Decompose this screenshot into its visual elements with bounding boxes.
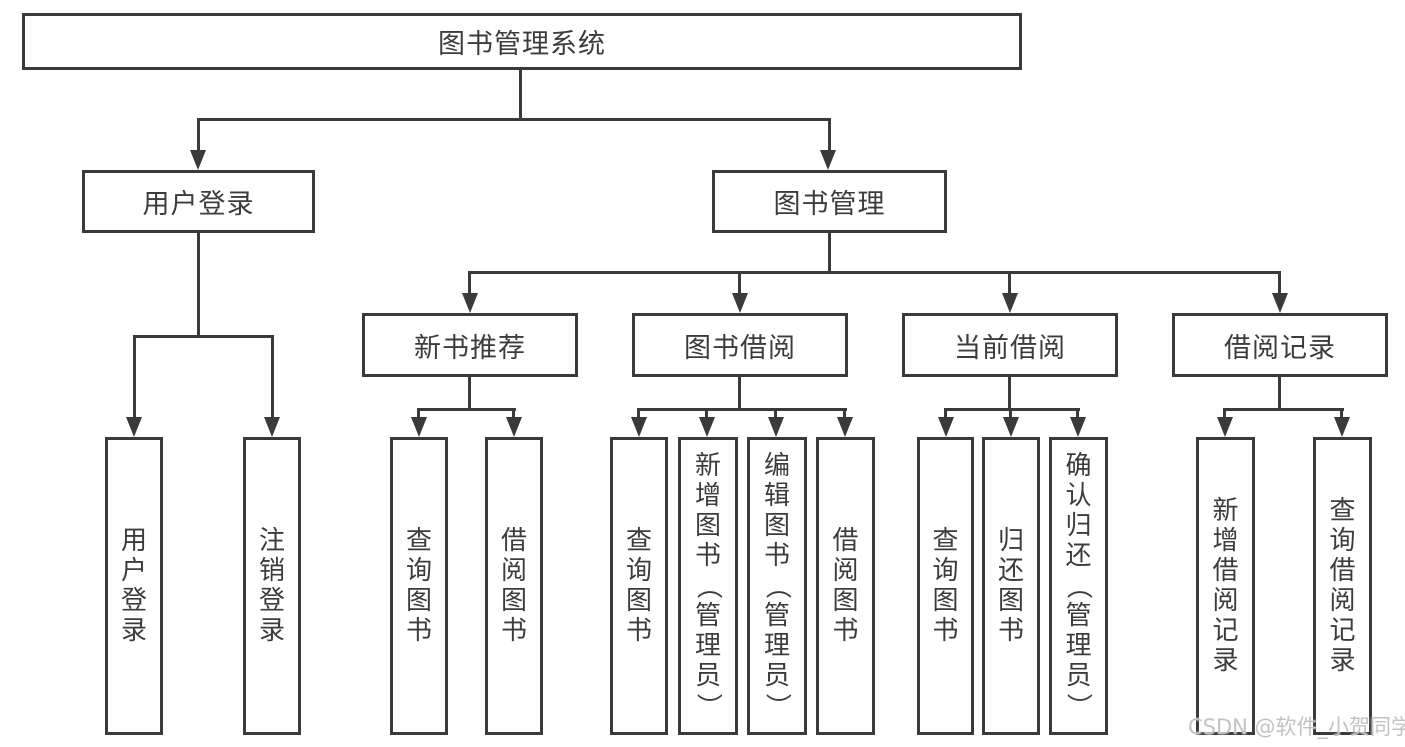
leaf-borrow-books-2: 借阅图书: [816, 437, 875, 735]
node-book-management: 图书管理: [712, 170, 947, 233]
node-label: 当前借阅: [954, 332, 1066, 364]
arrow-down-icon: [1003, 417, 1019, 437]
leaf-user-login: 用户登录: [105, 437, 163, 735]
connector-line: [417, 408, 516, 411]
node-root: 图书管理系统: [22, 13, 1022, 70]
arrow-down-icon: [462, 293, 478, 313]
connector-line: [1223, 408, 1226, 417]
connector-line: [133, 335, 274, 338]
connector-line: [637, 408, 847, 411]
leaf-query-books-recommend: 查询图书: [390, 437, 448, 735]
node-new-book-recommend: 新书推荐: [362, 313, 578, 377]
leaf-label: 查询图书: [625, 526, 652, 646]
leaf-edit-book-admin: 编辑图书（管理员）: [747, 437, 807, 735]
watermark: CSDN @软件_小贺同学: [1188, 715, 1405, 739]
leaf-label: 用户登录: [120, 526, 147, 646]
leaf-confirm-return-admin: 确认归还（管理员）: [1049, 437, 1108, 735]
leaf-label: 新增图书（管理员）: [692, 451, 723, 720]
leaf-label: 查询图书: [405, 526, 432, 646]
connector-line: [828, 118, 831, 150]
node-borrow-records: 借阅记录: [1172, 313, 1388, 377]
arrow-down-icon: [1272, 293, 1288, 313]
arrow-down-icon: [1334, 417, 1350, 437]
arrow-down-icon: [126, 417, 142, 437]
leaf-return-books: 归还图书: [982, 437, 1040, 735]
arrow-down-icon: [732, 293, 748, 313]
leaf-query-books-current: 查询图书: [917, 437, 974, 735]
arrow-down-icon: [820, 150, 836, 170]
connector-line: [738, 271, 741, 293]
arrow-down-icon: [837, 417, 853, 437]
connector-line: [197, 118, 831, 121]
arrow-down-icon: [506, 417, 522, 437]
leaf-logout: 注销登录: [243, 437, 301, 735]
leaf-label: 借阅图书: [500, 526, 527, 646]
connector-line: [197, 233, 200, 335]
leaf-label: 注销登录: [258, 526, 285, 646]
arrow-down-icon: [411, 417, 427, 437]
leaf-query-books-borrow: 查询图书: [610, 437, 668, 735]
node-label: 借阅记录: [1224, 332, 1336, 364]
connector-line: [133, 335, 136, 417]
connector-line: [1278, 377, 1281, 408]
connector-line: [1008, 271, 1011, 293]
connector-line: [774, 408, 777, 417]
node-user-login: 用户登录: [82, 170, 315, 233]
connector-line: [417, 408, 420, 417]
arrow-down-icon: [938, 417, 954, 437]
leaf-borrow-books-recommend: 借阅图书: [485, 437, 543, 735]
connector-line: [1008, 377, 1011, 408]
connector-line: [705, 408, 708, 417]
leaf-label: 新增借阅记录: [1212, 496, 1239, 676]
connector-line: [738, 377, 741, 408]
connector-line: [637, 408, 640, 417]
connector-line: [519, 70, 522, 118]
connector-line: [1009, 408, 1012, 417]
node-current-borrow: 当前借阅: [902, 313, 1118, 377]
connector-line: [1278, 271, 1281, 293]
connector-line: [468, 377, 471, 408]
leaf-label: 借阅图书: [832, 526, 859, 646]
node-label: 图书管理: [773, 189, 886, 220]
connector-line: [843, 408, 846, 417]
connector-line: [944, 408, 1080, 411]
arrow-down-icon: [1070, 417, 1086, 437]
connector-line: [1076, 408, 1079, 417]
connector-line: [1340, 408, 1343, 417]
arrow-down-icon: [190, 150, 206, 170]
node-book-borrow: 图书借阅: [632, 313, 848, 377]
node-label: 图书管理系统: [438, 29, 606, 60]
connector-line: [468, 271, 471, 293]
node-label: 用户登录: [142, 189, 255, 220]
connector-line: [828, 233, 831, 271]
leaf-label: 归还图书: [997, 526, 1024, 646]
node-label: 新书推荐: [414, 332, 526, 364]
connector-line: [468, 271, 1281, 274]
connector-line: [197, 118, 200, 150]
arrow-down-icon: [264, 417, 280, 437]
leaf-add-borrow-record: 新增借阅记录: [1196, 437, 1255, 735]
connector-line: [512, 408, 515, 417]
connector-line: [944, 408, 947, 417]
arrow-down-icon: [1002, 293, 1018, 313]
leaf-label: 确认归还（管理员）: [1063, 451, 1094, 720]
arrow-down-icon: [699, 417, 715, 437]
leaf-label: 查询图书: [932, 526, 959, 646]
leaf-label: 查询借阅记录: [1329, 496, 1356, 676]
node-label: 图书借阅: [684, 332, 796, 364]
arrow-down-icon: [1217, 417, 1233, 437]
arrow-down-icon: [768, 417, 784, 437]
arrow-down-icon: [631, 417, 647, 437]
leaf-label: 编辑图书（管理员）: [761, 451, 792, 720]
leaf-add-book-admin: 新增图书（管理员）: [678, 437, 738, 735]
connector-line: [1223, 408, 1344, 411]
connector-line: [271, 335, 274, 417]
leaf-query-borrow-record: 查询借阅记录: [1313, 437, 1372, 735]
